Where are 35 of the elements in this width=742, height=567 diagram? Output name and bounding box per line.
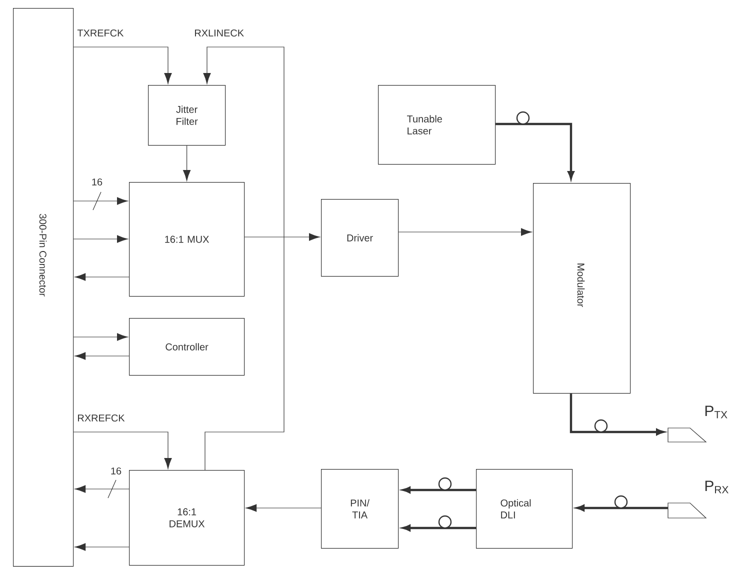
arrow (183, 145, 191, 181)
fiber-port (668, 502, 707, 518)
arrow (203, 46, 284, 470)
block-box: Modulator (533, 183, 631, 394)
arrow (73, 46, 172, 84)
edge-label: TXREFCK (76, 28, 125, 38)
arrow (244, 233, 320, 241)
fiber-port (668, 428, 707, 442)
block-box: 16:1 DEMUX (129, 470, 245, 566)
block-box: 16:1 MUX (129, 182, 245, 297)
arrow (73, 432, 172, 469)
arrow (74, 273, 130, 281)
arrow (74, 352, 130, 360)
port-label: P$_{TX}$ (705, 406, 728, 418)
block-box: Jitter Filter (148, 85, 226, 146)
arrow (398, 228, 532, 236)
arrow (74, 485, 130, 493)
fiber-arrow (570, 394, 664, 436)
edge-label: RXREFCK (76, 413, 126, 423)
arrow (246, 504, 322, 512)
port-label: P$_{RX}$ (705, 480, 728, 494)
block-box: Tunable Laser (378, 85, 496, 165)
arrow (73, 235, 128, 243)
edge-label: RXLINECK (193, 28, 246, 38)
block-box: PIN/ TIA (321, 469, 399, 549)
block-box: Driver (321, 199, 399, 277)
edge-label: 16 (109, 466, 123, 476)
arrow (73, 333, 128, 341)
block-box: Controller (129, 318, 245, 376)
arrow (74, 543, 130, 551)
arrow (73, 197, 128, 205)
fiber-arrow (496, 122, 574, 180)
block-box: Optical DLI (476, 469, 573, 549)
connector-box: 300-Pin Connector (13, 8, 74, 567)
edge-label: 16 (90, 177, 104, 187)
